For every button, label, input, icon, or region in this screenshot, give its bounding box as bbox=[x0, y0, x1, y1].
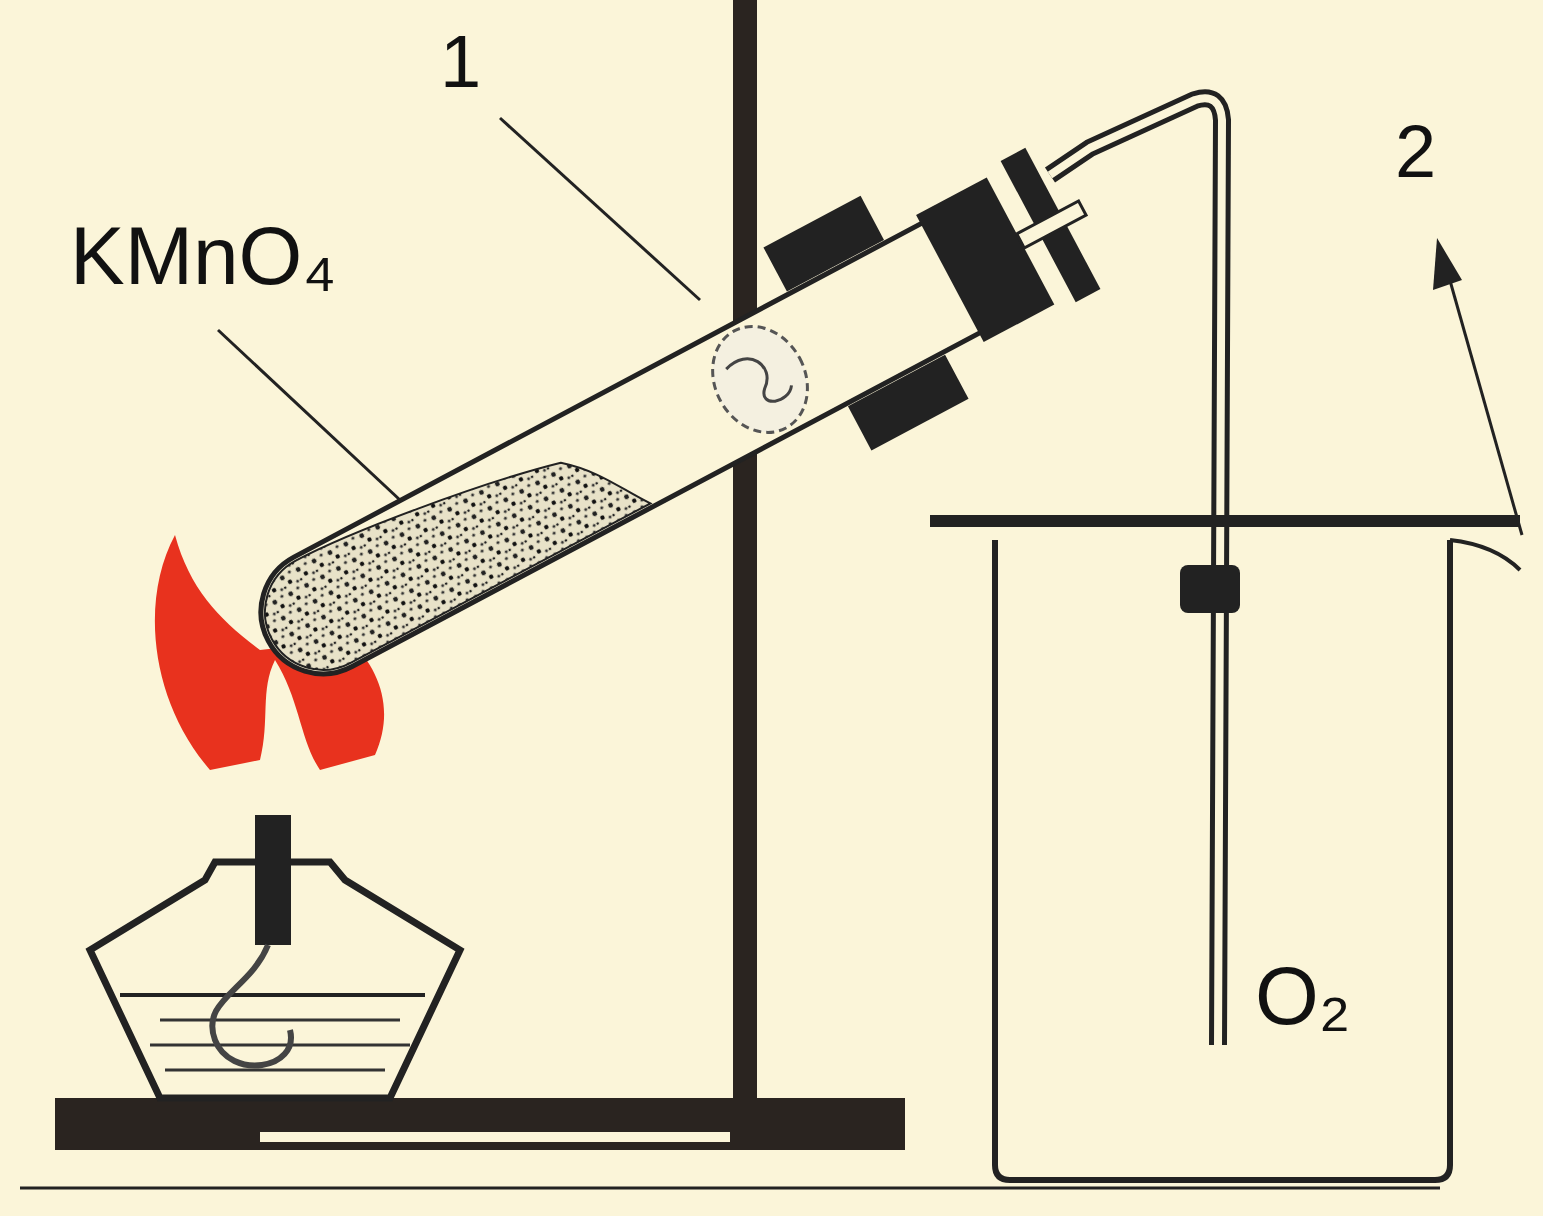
callout-number: 2 bbox=[1395, 115, 1436, 189]
leader-arrow bbox=[1447, 270, 1522, 535]
chemical-label: KMnO₄ bbox=[70, 215, 336, 297]
alcohol-lamp bbox=[90, 815, 460, 1098]
cotton-plug bbox=[694, 310, 825, 449]
leader-line bbox=[500, 118, 700, 300]
stand-rod bbox=[733, 0, 757, 1150]
glass-plate bbox=[930, 515, 1520, 527]
table-line bbox=[20, 1187, 1440, 1190]
base-highlight bbox=[260, 1132, 730, 1142]
tube-band bbox=[1180, 565, 1240, 613]
stand-base bbox=[55, 1098, 905, 1150]
clamp bbox=[763, 196, 884, 292]
arrow-head bbox=[1433, 238, 1462, 290]
leader-line bbox=[218, 330, 400, 500]
collecting-jar bbox=[995, 540, 1450, 1180]
chemical-label: O₂ bbox=[1255, 955, 1351, 1037]
callout-number: 1 bbox=[440, 25, 481, 99]
